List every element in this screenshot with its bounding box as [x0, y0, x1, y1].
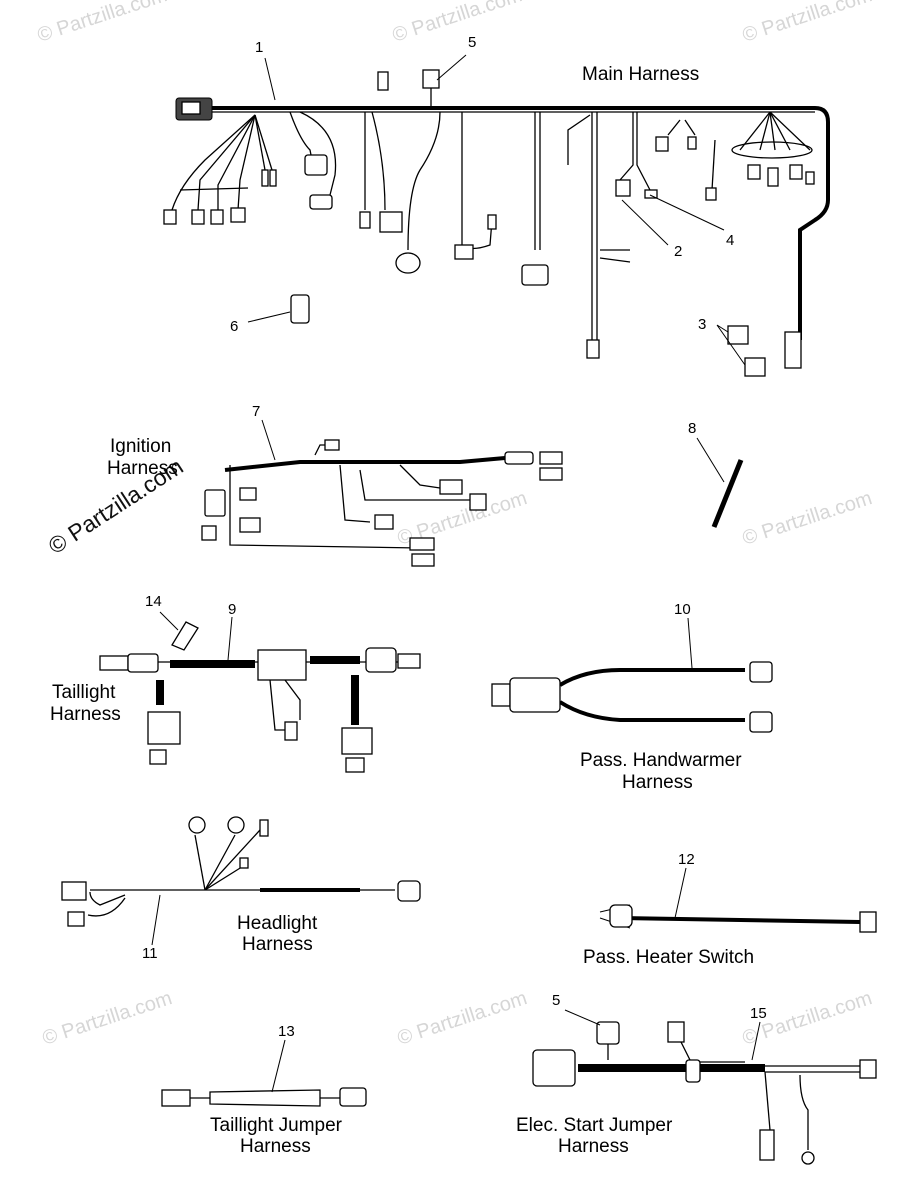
callout-9: 9 [228, 601, 236, 618]
main-harness: Main Harness [163, 34, 830, 377]
harness-title-heater-switch: Pass. Heater Switch [583, 947, 754, 968]
watermark: © Partzilla.com [395, 987, 530, 1050]
callout-15: 15 [750, 1005, 767, 1022]
heater-switch-harness: Pass. Heater Switch 12 [583, 851, 877, 968]
headlight-harness: Headlight Harness 11 [61, 816, 421, 962]
harness-title-taillight: Taillight [52, 682, 116, 703]
callout-10: 10 [674, 601, 691, 618]
callout-11: 11 [142, 945, 158, 962]
harness-title-headlight: Harness [242, 934, 313, 955]
harness-title-taillight-jumper: Harness [240, 1136, 311, 1157]
watermark: © Partzilla.com [740, 487, 875, 550]
callout-3: 3 [698, 316, 706, 333]
harness-title-elec-start: Harness [558, 1136, 629, 1157]
callout-14: 14 [145, 593, 162, 610]
harness-title-headlight: Headlight [237, 913, 318, 934]
callout-2: 2 [674, 243, 682, 260]
callout-1: 1 [255, 39, 263, 56]
watermarks: © Partzilla.com © Partzilla.com © Partzi… [35, 0, 875, 1050]
callout-6: 6 [230, 318, 238, 335]
callout-7: 7 [252, 403, 260, 420]
part-8: 8 [688, 420, 744, 528]
harness-title-ignition: Ignition [110, 436, 171, 457]
watermark: © Partzilla.com [390, 0, 525, 47]
harness-title-ignition: Harness [107, 458, 178, 479]
callout-13: 13 [278, 1023, 295, 1040]
callout-4: 4 [726, 232, 734, 249]
watermark: © Partzilla.com [740, 0, 875, 47]
taillight-harness: Taillight Harness 9 14 [50, 593, 421, 773]
taillight-jumper-harness: Taillight Jumper Harness 13 [161, 1023, 367, 1157]
harness-title-handwarmer: Harness [622, 772, 693, 793]
watermark: © Partzilla.com [40, 987, 175, 1050]
harness-title-elec-start: Elec. Start Jumper [516, 1115, 673, 1136]
callout-5b: 5 [552, 992, 560, 1009]
ignition-harness: Ignition Harness 7 [107, 403, 563, 567]
callout-8: 8 [688, 420, 696, 437]
harness-title-taillight: Harness [50, 704, 121, 725]
callout-12: 12 [678, 851, 695, 868]
handwarmer-harness: Pass. Handwarmer Harness 10 [491, 601, 773, 793]
watermark: © Partzilla.com [35, 0, 170, 47]
harness-title-taillight-jumper: Taillight Jumper [210, 1115, 343, 1136]
elec-start-jumper-harness: Elec. Start Jumper Harness 15 5 [516, 992, 877, 1165]
harness-title-main: Main Harness [582, 64, 699, 85]
callout-5: 5 [468, 34, 476, 51]
harness-title-handwarmer: Pass. Handwarmer [580, 750, 742, 771]
